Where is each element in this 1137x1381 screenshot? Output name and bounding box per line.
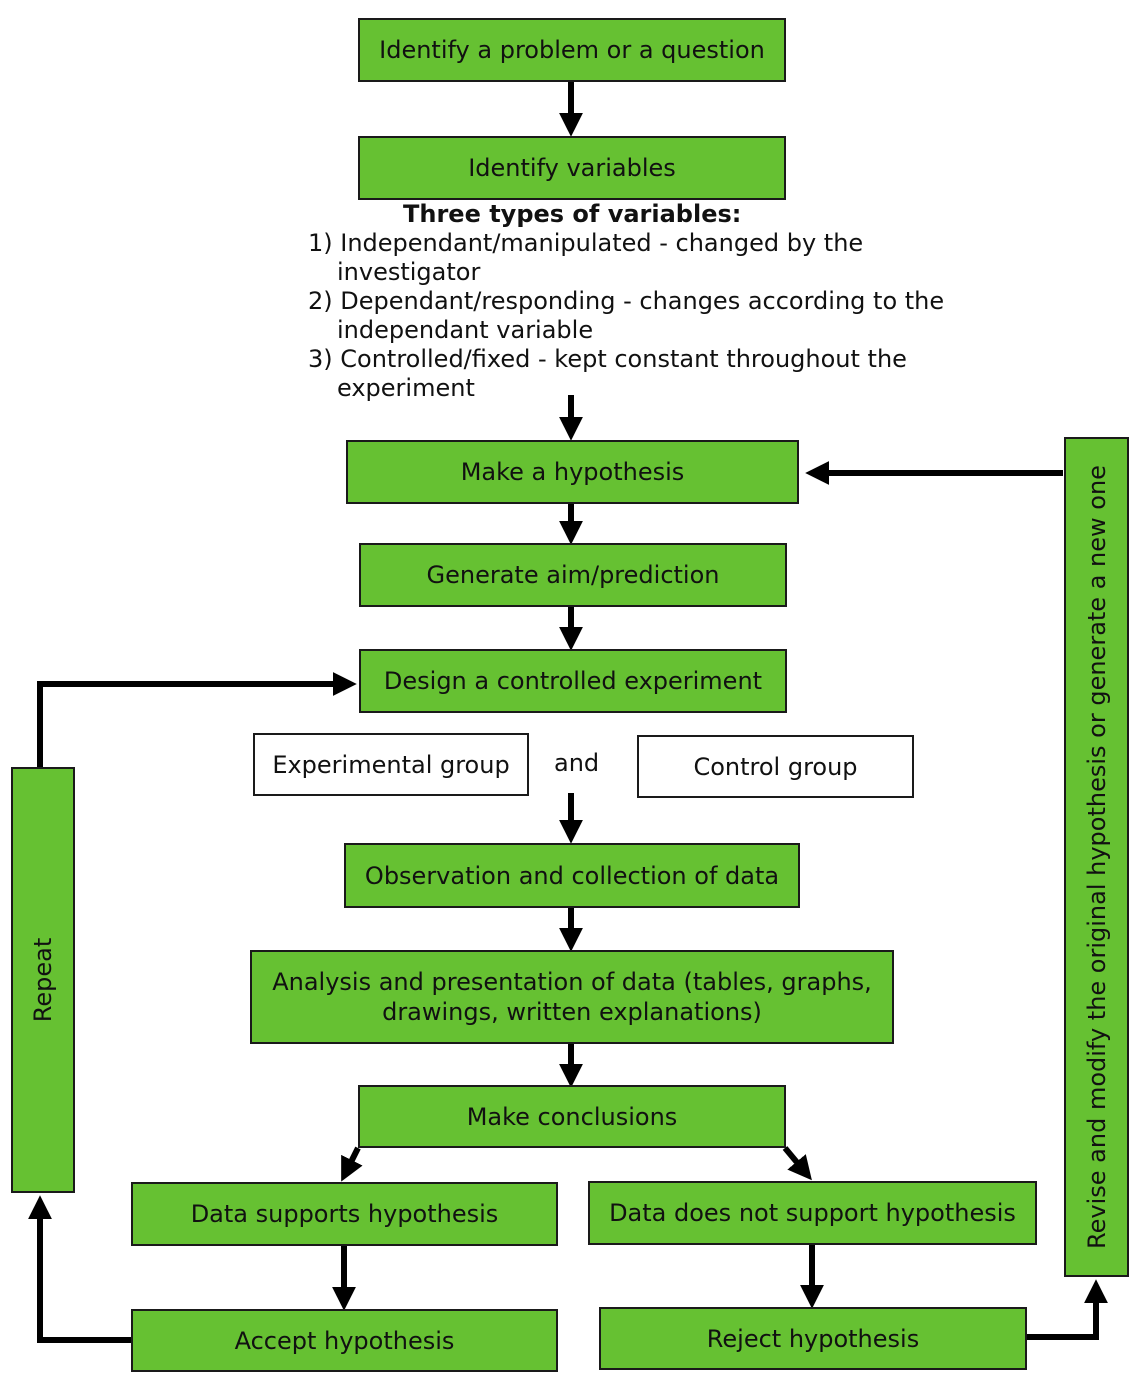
reject-hypothesis-box: Reject hypothesis [599, 1307, 1027, 1370]
arrow-conclusions-to-supports [341, 1146, 363, 1182]
generate-aim-box: Generate aim/prediction [359, 543, 787, 607]
experimental-group-box: Experimental group [253, 733, 529, 796]
data-supports-box: Data supports hypothesis [131, 1182, 558, 1246]
analysis-line-1: Analysis and presentation of data (table… [272, 968, 872, 996]
identify-variables-box: Identify variables [358, 136, 786, 200]
revise-box: Revise and modify the original hypothesi… [1064, 437, 1129, 1277]
analysis-line-2: drawings, written explanations) [382, 998, 762, 1026]
variable-type-dependent: 2) Dependant/responding - changes accord… [308, 287, 945, 344]
accept-hypothesis-box: Accept hypothesis [131, 1309, 558, 1372]
repeat-box: Repeat [11, 767, 75, 1193]
repeat-label: Repeat [29, 937, 57, 1023]
arrow-reject-to-revise [1024, 1279, 1108, 1340]
arrow-conclusions-to-not-supports [782, 1146, 812, 1181]
variable-types-title: Three types of variables: [403, 200, 742, 228]
observation-box: Observation and collection of data [344, 843, 800, 908]
data-not-supports-box: Data does not support hypothesis [588, 1181, 1037, 1245]
analysis-box: Analysis and presentation of data (table… [250, 950, 894, 1044]
make-hypothesis-box: Make a hypothesis [346, 440, 799, 504]
variable-type-independent: 1) Independant/manipulated - changed by … [308, 229, 864, 286]
arrow-repeat-to-design [37, 672, 357, 767]
identify-problem-box: Identify a problem or a question [358, 18, 786, 82]
revise-label: Revise and modify the original hypothesi… [1082, 465, 1111, 1249]
control-group-box: Control group [637, 735, 914, 798]
variable-type-controlled: 3) Controlled/fixed - kept constant thro… [308, 345, 907, 402]
make-conclusions-box: Make conclusions [358, 1085, 786, 1148]
design-experiment-box: Design a controlled experiment [359, 649, 787, 713]
variable-types-text: Three types of variables: 1) Independant… [308, 200, 948, 403]
and-label: and [554, 749, 600, 777]
arrow-accept-to-repeat [28, 1195, 132, 1343]
